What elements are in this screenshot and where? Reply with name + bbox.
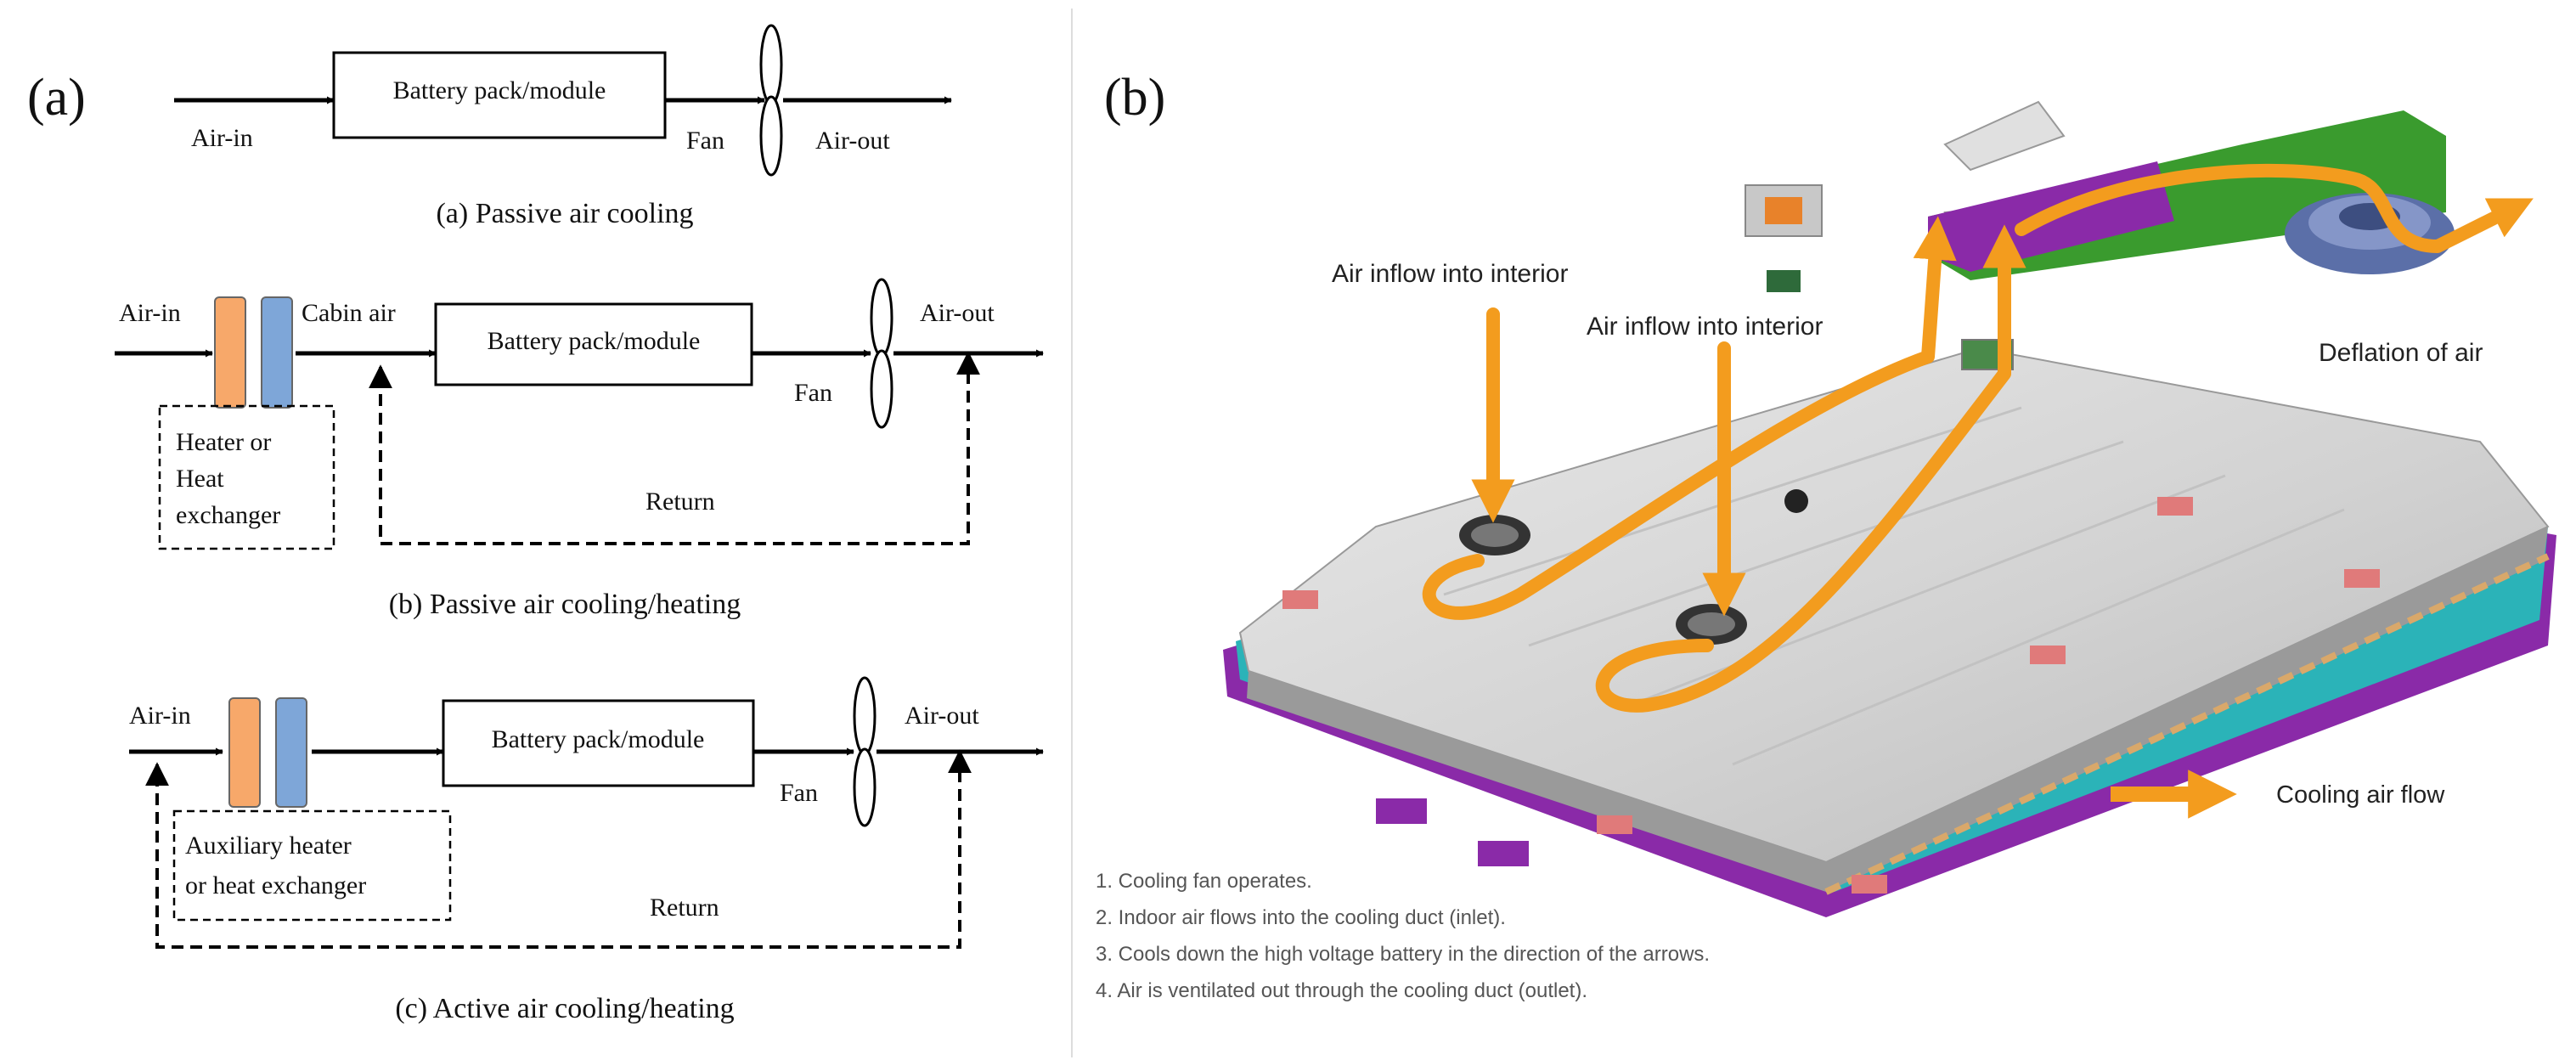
small-module	[1767, 270, 1801, 292]
air-out-label: Air-out	[920, 299, 995, 327]
return-label: Return	[645, 488, 715, 516]
cabin-air-label: Cabin air	[302, 299, 396, 327]
blower-fan-icon	[2285, 193, 2455, 274]
caption-passive-heating: (b) Passive air cooling/heating	[389, 589, 741, 620]
fan-label: Fan	[686, 127, 724, 155]
fan-icon	[853, 676, 877, 827]
step-item: 4. Air is ventilated out through the coo…	[1096, 979, 1587, 1002]
tray-side	[1247, 527, 2548, 892]
air-in-label: Air-in	[191, 124, 253, 152]
air-out-label: Air-out	[905, 702, 979, 730]
label-inflow-2: Air inflow into interior	[1587, 313, 1823, 341]
flow-path-1	[1422, 216, 1957, 620]
battery-pack-label: Battery pack/module	[492, 725, 705, 753]
small-cover-part	[1943, 100, 2066, 172]
heater-line-1: Heater or	[176, 428, 271, 456]
flow-path-2	[1595, 224, 2026, 713]
battery-pack-label: Battery pack/module	[393, 76, 606, 104]
aux-heater-line-2: or heat exchanger	[185, 871, 366, 899]
step-item: 1. Cooling fan operates.	[1096, 870, 1312, 893]
caption-passive: (a) Passive air cooling	[436, 198, 693, 229]
battery-tray-illustration	[1223, 347, 2556, 917]
cooling-air-flow-paths	[1422, 163, 2534, 713]
air-out-label: Air-out	[815, 127, 890, 155]
connector-blocks	[1282, 497, 2380, 894]
cooling-duct-assembly	[1745, 100, 2455, 370]
heater-line-3: exchanger	[176, 501, 280, 529]
deflation-arrow	[2015, 163, 2534, 253]
caption-active: (c) Active air cooling/heating	[395, 993, 734, 1024]
return-label: Return	[650, 894, 719, 922]
fan-label: Fan	[780, 779, 818, 807]
return-dashed-path	[369, 351, 980, 545]
heater-line-2: Heat	[176, 465, 224, 493]
label-deflation: Deflation of air	[2319, 339, 2483, 367]
air-in-label: Air-in	[129, 702, 191, 730]
heater-element-orange	[214, 296, 246, 409]
heater-element-blue	[275, 697, 307, 808]
heater-element-blue	[261, 296, 293, 409]
panel-a-tag: (a)	[27, 69, 86, 127]
passive-cooling-diagram: Air-in Battery pack/module Fan Air-out (…	[174, 24, 952, 229]
fan-label: Fan	[794, 379, 832, 407]
heater-element-orange	[228, 697, 261, 808]
battery-pack-box	[332, 51, 667, 139]
step-item: 2. Indoor air flows into the cooling duc…	[1096, 906, 1506, 929]
panel-a: (a) Air-in Battery pack/module Fan Air-o…	[27, 24, 1044, 1024]
aux-heater-box	[172, 809, 452, 922]
label-inflow-1: Air inflow into interior	[1332, 260, 1568, 288]
legend: Cooling air flow	[2111, 770, 2445, 819]
active-heating-diagram: Air-in Battery pack/module Fan Air-out A…	[129, 676, 1044, 1024]
panel-b-tag: (b)	[1104, 69, 1165, 127]
aux-heater-line-1: Auxiliary heater	[185, 832, 352, 860]
step-list: 1. Cooling fan operates. 2. Indoor air f…	[1096, 870, 1710, 1002]
fan-icon	[759, 24, 783, 177]
heater-exchanger-box	[158, 404, 335, 550]
tray-ribs	[1443, 406, 2345, 766]
inlet-fan-core	[1765, 197, 1802, 224]
battery-pack-label: Battery pack/module	[488, 327, 701, 355]
passive-heating-diagram: Air-in Cabin air Battery pack/module Fan…	[115, 278, 1044, 620]
air-in-label: Air-in	[119, 299, 181, 327]
step-item: 3. Cools down the high voltage battery i…	[1096, 943, 1710, 966]
panel-b: (b)	[1096, 69, 2556, 1002]
tray-edge-strip	[1824, 553, 2550, 895]
legend-label: Cooling air flow	[2276, 781, 2445, 809]
return-dashed-path	[145, 749, 972, 949]
fan-icon	[870, 278, 893, 429]
